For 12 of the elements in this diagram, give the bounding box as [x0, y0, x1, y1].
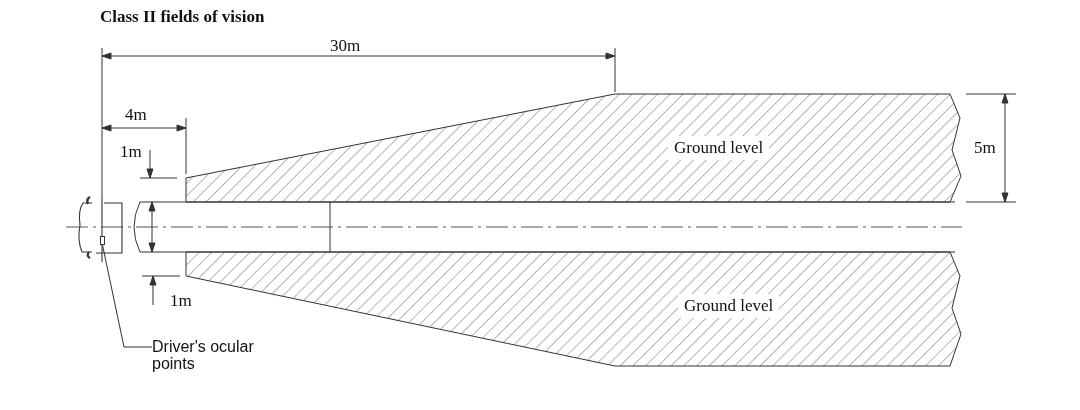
dimension-label: 1m	[120, 143, 142, 160]
dimension-label: 5m	[974, 139, 996, 156]
callout-text: Driver's ocular points	[152, 338, 255, 372]
dimension-label: 30m	[330, 37, 361, 54]
dimension-label: 4m	[125, 106, 147, 123]
ocular-point-marker	[100, 236, 105, 245]
figure-title: Class II fields of vision	[100, 7, 265, 27]
area-label: Ground level	[678, 294, 780, 318]
hatched-ground-area	[186, 94, 960, 202]
dimension-label: 1m	[170, 292, 192, 309]
leader-line	[102, 244, 153, 348]
area-label: Ground level	[668, 136, 770, 160]
